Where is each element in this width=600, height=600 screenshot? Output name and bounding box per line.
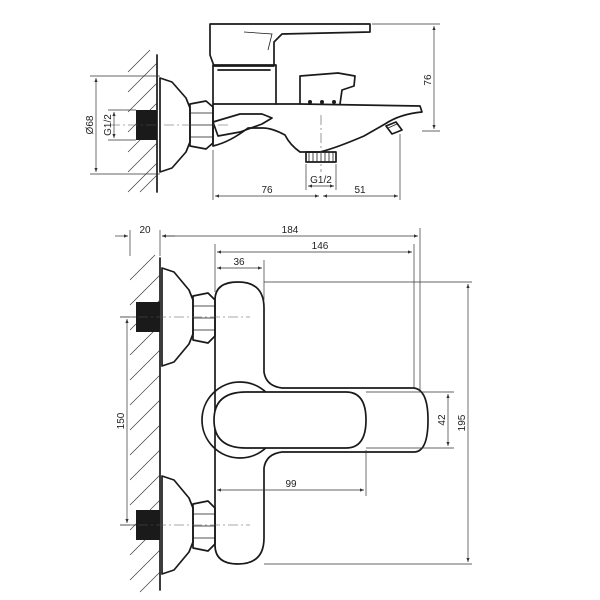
dim-wall-diameter: Ø68 — [85, 115, 96, 134]
dim-handle-offset: 36 — [233, 257, 245, 268]
dim-overall-height: 195 — [457, 414, 468, 431]
diverter-lever-side — [212, 113, 273, 137]
dim-spout-depth: 146 — [312, 241, 329, 252]
dim-inlet-spacing: 150 — [116, 412, 127, 429]
spout-aerator-side — [385, 121, 403, 135]
dim-lever-length: 99 — [285, 479, 297, 490]
lever-handle-top — [213, 391, 367, 449]
top-view: 20 184 146 36 150 195 42 99 — [115, 225, 472, 593]
mixer-column-side — [212, 64, 277, 105]
dim-lever-height: 42 — [437, 414, 448, 426]
side-view: 76 Ø68 G1/2 G1/2 76 51 — [85, 23, 440, 200]
dim-side-height: 76 — [423, 74, 434, 86]
diverter-knob-side — [299, 72, 356, 105]
dim-outlet-to-spout: 51 — [354, 185, 366, 196]
dim-outlet-thread: G1/2 — [310, 175, 332, 186]
dim-wall-offset: 20 — [139, 225, 151, 236]
dim-overall-depth: 184 — [282, 225, 299, 236]
faucet-body-top — [214, 281, 429, 565]
top-handle-side — [209, 23, 371, 67]
faucet-body-side — [212, 103, 423, 153]
dim-wall-to-outlet: 76 — [261, 185, 273, 196]
dim-wall-thread: G1/2 — [103, 114, 114, 136]
